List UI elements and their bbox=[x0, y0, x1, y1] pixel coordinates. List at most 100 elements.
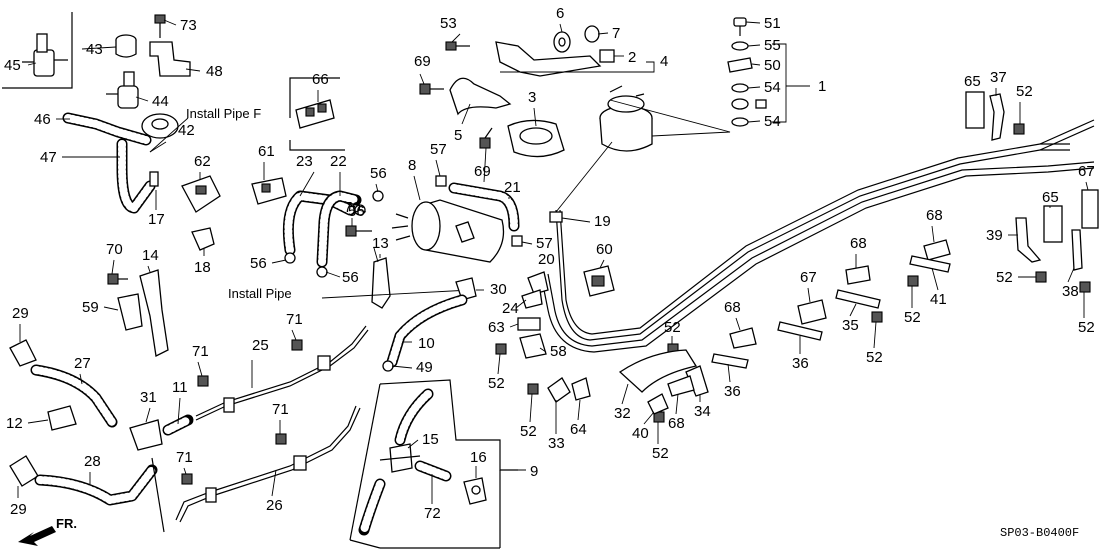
callout-14: 14 bbox=[142, 247, 159, 264]
callout-71-d: 71 bbox=[176, 449, 193, 466]
part-54-washers bbox=[731, 83, 767, 127]
callout-59: 59 bbox=[82, 299, 99, 316]
callout-8: 8 bbox=[408, 157, 416, 174]
callout-23: 23 bbox=[296, 153, 313, 170]
callout-52-c: 52 bbox=[520, 423, 537, 440]
install-pipe-f-frame bbox=[289, 77, 345, 151]
part-6-grommet bbox=[553, 31, 571, 53]
callout-56-d: 56 bbox=[342, 269, 359, 286]
part-16-valve bbox=[463, 477, 487, 505]
part-1-fuel-filter bbox=[599, 85, 653, 152]
part-hose-kit-lower bbox=[358, 478, 386, 536]
part-hose-kit-upper bbox=[394, 388, 434, 446]
part-14-bracket bbox=[139, 269, 169, 357]
part-7-grommet bbox=[584, 25, 600, 43]
callout-22: 22 bbox=[330, 153, 347, 170]
part-17-fitting bbox=[149, 171, 159, 187]
callout-50: 50 bbox=[764, 57, 781, 74]
callout-72: 72 bbox=[424, 505, 441, 522]
callout-labels: 1 2 3 4 5 6 7 8 9 10 11 12 13 14 15 16 1… bbox=[4, 5, 1095, 522]
part-10-hose bbox=[386, 294, 468, 368]
part-39-bracket bbox=[1015, 217, 1042, 263]
callout-4: 4 bbox=[660, 53, 668, 70]
callout-31: 31 bbox=[140, 389, 157, 406]
part-24-joint bbox=[521, 289, 543, 309]
callout-68-c: 68 bbox=[926, 207, 943, 224]
callout-10: 10 bbox=[418, 335, 435, 352]
callout-52-f: 52 bbox=[866, 349, 883, 366]
callout-15: 15 bbox=[422, 431, 439, 448]
front-arrow-icon bbox=[18, 526, 56, 546]
callout-52-a: 52 bbox=[1016, 83, 1033, 100]
callout-39: 39 bbox=[986, 227, 1003, 244]
part-21-hose bbox=[448, 182, 520, 232]
part-4-bracket bbox=[495, 41, 602, 77]
part-41-bracket bbox=[909, 255, 951, 273]
part-11-hose bbox=[162, 414, 194, 436]
callout-16: 16 bbox=[470, 449, 487, 466]
callout-36-b: 36 bbox=[792, 355, 809, 372]
part-2-cushion bbox=[599, 49, 615, 63]
part-29-connector-bottom bbox=[9, 455, 39, 487]
callout-11: 11 bbox=[172, 379, 188, 396]
callout-33: 33 bbox=[548, 435, 565, 452]
callout-60: 60 bbox=[596, 241, 613, 258]
callout-45: 45 bbox=[4, 57, 21, 74]
callout-48: 48 bbox=[206, 63, 223, 80]
part-59-clip bbox=[117, 293, 143, 331]
part-61-clip bbox=[251, 177, 287, 205]
callout-46: 46 bbox=[34, 111, 51, 128]
callout-57-a: 57 bbox=[430, 141, 447, 158]
callout-52-b: 52 bbox=[488, 375, 505, 392]
callout-29-bottom: 29 bbox=[10, 501, 27, 518]
callout-20: 20 bbox=[538, 251, 555, 268]
callout-19: 19 bbox=[594, 213, 611, 230]
callout-71-b: 71 bbox=[192, 343, 209, 360]
part-38-bracket bbox=[1071, 229, 1083, 271]
callout-69-b: 69 bbox=[474, 163, 491, 180]
part-29-connector-top bbox=[9, 339, 37, 367]
callout-21: 21 bbox=[504, 179, 521, 196]
part-18-clip bbox=[191, 227, 215, 251]
callout-17: 17 bbox=[148, 211, 165, 228]
part-69-bolt bbox=[419, 83, 493, 149]
callout-41: 41 bbox=[930, 291, 947, 308]
callout-53: 53 bbox=[440, 15, 457, 32]
callout-27: 27 bbox=[74, 355, 91, 372]
callout-32: 32 bbox=[614, 405, 631, 422]
fuel-pipe-bundle bbox=[541, 119, 1095, 353]
part-64-clip bbox=[571, 377, 591, 401]
part-47-hose bbox=[116, 138, 156, 214]
callout-73: 73 bbox=[180, 17, 197, 34]
callout-38: 38 bbox=[1062, 283, 1079, 300]
callout-2: 2 bbox=[628, 49, 636, 66]
callout-56-c: 56 bbox=[250, 255, 267, 272]
part-66-clip bbox=[295, 99, 335, 129]
callout-49: 49 bbox=[416, 359, 433, 376]
part-68-clips bbox=[667, 239, 951, 397]
part-73-bolt bbox=[154, 14, 166, 38]
callout-34: 34 bbox=[694, 403, 711, 420]
callout-68-b: 68 bbox=[850, 235, 867, 252]
part-19-union bbox=[549, 211, 563, 223]
part-71-bolts bbox=[181, 339, 303, 485]
callout-12: 12 bbox=[6, 415, 23, 432]
callout-51: 51 bbox=[764, 15, 781, 32]
inset-frame bbox=[2, 12, 73, 89]
callout-71-a: 71 bbox=[286, 311, 303, 328]
callout-62: 62 bbox=[194, 153, 211, 170]
callout-42: 42 bbox=[178, 122, 195, 139]
callout-29-top: 29 bbox=[12, 305, 29, 322]
part-60-clip bbox=[583, 265, 615, 297]
leader-lines bbox=[17, 19, 1089, 504]
part-32-bracket bbox=[618, 349, 698, 393]
part-67-clips bbox=[797, 189, 1099, 325]
callout-56-b: 56 bbox=[348, 203, 365, 220]
callout-36-a: 36 bbox=[724, 383, 741, 400]
part-36-brackets bbox=[711, 321, 823, 369]
callout-67-a: 67 bbox=[800, 269, 817, 286]
part-44-valve bbox=[106, 71, 139, 109]
callout-7: 7 bbox=[612, 25, 620, 42]
